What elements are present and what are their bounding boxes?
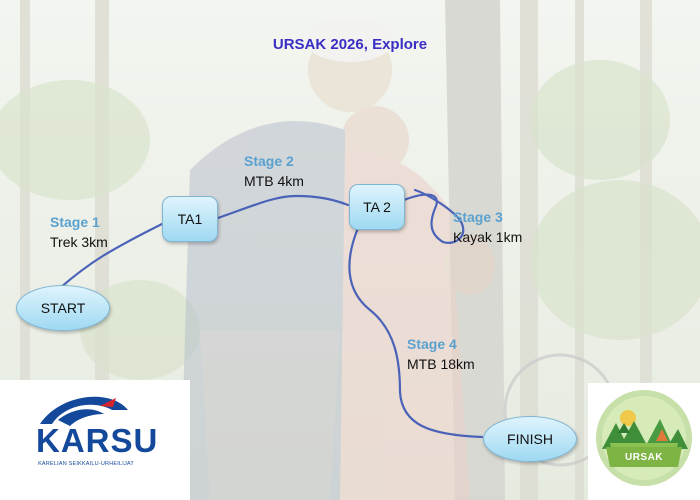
ursak-badge-icon [596,390,692,486]
karsu-logo-subtitle: KARELIAN SEIKKAILU-URHEILIJAT [38,461,134,467]
route-kayak-loop [402,188,465,244]
stage-4-name: Stage 4 [407,336,457,352]
stage-2-desc: MTB 4km [244,173,304,189]
ursak-logo-text: URSAK [624,452,664,463]
finish-node: FINISH [483,416,577,462]
finish-label: FINISH [507,431,553,447]
page-title: URSAK 2026, Explore [272,36,428,53]
stage-3-name: Stage 3 [453,209,503,225]
stage-1-name: Stage 1 [50,214,100,230]
stage-3-desc: Kayak 1km [453,229,523,245]
ursak-logo [588,383,700,500]
route-start-ta1 [58,222,164,290]
start-label: START [40,300,86,316]
ta2-label: TA 2 [363,199,391,215]
route-path [58,188,484,439]
stage-2-name: Stage 2 [244,153,294,169]
stage-1-desc: Trek 3km [50,234,108,250]
karsu-emblem-icon [40,396,128,426]
ta1-node: TA1 [162,196,218,242]
karsu-logo-text: KARSU [36,422,159,459]
start-node: START [16,285,110,331]
route-ta2-finish [348,226,484,439]
route-ta1-ta2 [216,194,350,220]
karsu-logo [0,380,190,500]
stage-4-desc: MTB 18km [407,356,475,372]
ta1-label: TA1 [177,211,203,227]
ta2-node: TA 2 [349,184,405,230]
